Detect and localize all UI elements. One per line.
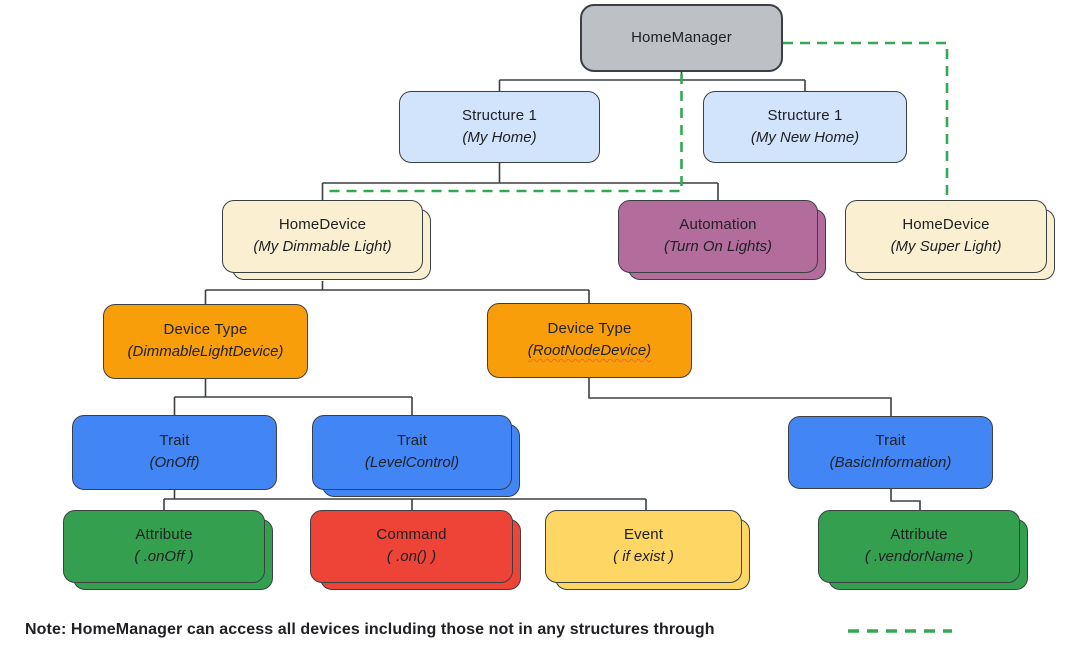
- node-attribute-vendorname: Attribute ( .vendorName ): [818, 510, 1028, 590]
- node-subtitle: ( if exist ): [613, 548, 674, 565]
- node-title: Device Type: [547, 320, 632, 338]
- connector-traits-to-elements: [163, 490, 647, 510]
- node-subtitle: ( .onOff ): [134, 548, 194, 565]
- node-subtitle: (OnOff): [149, 454, 200, 471]
- node-homedevice-dimmable-light: HomeDevice (My Dimmable Light): [222, 200, 431, 280]
- node-title: Structure 1: [461, 106, 538, 124]
- node-subtitle: (RootNodeDevice): [527, 342, 652, 359]
- node-homedevice-super-light: HomeDevice (My Super Light): [845, 200, 1055, 280]
- connector-dimmablelight-to-devicetypes: [204, 281, 590, 304]
- dashed-link-homemanager-to-dimmable-light: [325, 74, 683, 193]
- node-title: Command: [376, 526, 447, 544]
- node-structure-my-home: Structure 1 (My Home): [399, 91, 600, 163]
- node-attribute-onoff: Attribute ( .onOff ): [63, 510, 273, 590]
- node-subtitle: (DimmableLightDevice): [127, 343, 284, 360]
- node-subtitle: (My New Home): [750, 128, 860, 146]
- connector-rootnode-to-basicinformation: [588, 378, 892, 416]
- node-devicetype-rootnodedevice: Device Type (RootNodeDevice): [487, 303, 692, 378]
- node-subtitle: ( .vendorName ): [864, 548, 974, 565]
- node-title: Trait: [875, 432, 906, 450]
- node-command-on: Command ( .on() ): [310, 510, 521, 590]
- node-title: HomeManager: [631, 28, 732, 46]
- connector-dimmabledevicetype-to-traits: [173, 379, 413, 415]
- node-title: HomeDevice: [278, 216, 367, 234]
- node-title: Attribute: [890, 526, 948, 544]
- node-homemanager: HomeManager: [580, 4, 783, 72]
- connector-homemanager-to-structures: [498, 72, 806, 91]
- connector-myhome-to-children: [321, 163, 719, 200]
- node-subtitle: ( .on() ): [386, 548, 437, 565]
- node-structure-my-new-home: Structure 1 (My New Home): [703, 91, 907, 163]
- node-subtitle: (My Home): [462, 128, 537, 146]
- node-title: Trait: [396, 432, 428, 450]
- node-title: Automation: [679, 216, 757, 234]
- node-trait-onoff: Trait (OnOff): [72, 415, 277, 490]
- node-subtitle: (My Dimmable Light): [253, 238, 392, 255]
- node-title: Trait: [159, 432, 190, 450]
- node-title: Structure 1: [767, 106, 843, 124]
- node-title: Device Type: [163, 321, 248, 339]
- node-subtitle: (My Super Light): [890, 238, 1002, 255]
- node-subtitle: (BasicInformation): [829, 454, 952, 471]
- node-trait-levelcontrol: Trait (LevelControl): [312, 415, 520, 497]
- node-title: Event: [623, 526, 664, 544]
- dashed-link-homemanager-to-super-light: [783, 41, 949, 198]
- node-title: Attribute: [135, 526, 193, 544]
- node-devicetype-dimmablelightdevice: Device Type (DimmableLightDevice): [103, 304, 308, 379]
- node-title: HomeDevice: [902, 216, 990, 234]
- note-text: Note: HomeManager can access all devices…: [25, 621, 715, 638]
- node-trait-basicinformation: Trait (BasicInformation): [788, 416, 993, 489]
- node-subtitle: (LevelControl): [364, 454, 460, 471]
- node-subtitle: (Turn On Lights): [663, 238, 773, 255]
- node-automation: Automation (Turn On Lights): [618, 200, 826, 280]
- connector-basicinformation-to-vendorname: [890, 489, 921, 510]
- node-event-ifexist: Event ( if exist ): [545, 510, 750, 590]
